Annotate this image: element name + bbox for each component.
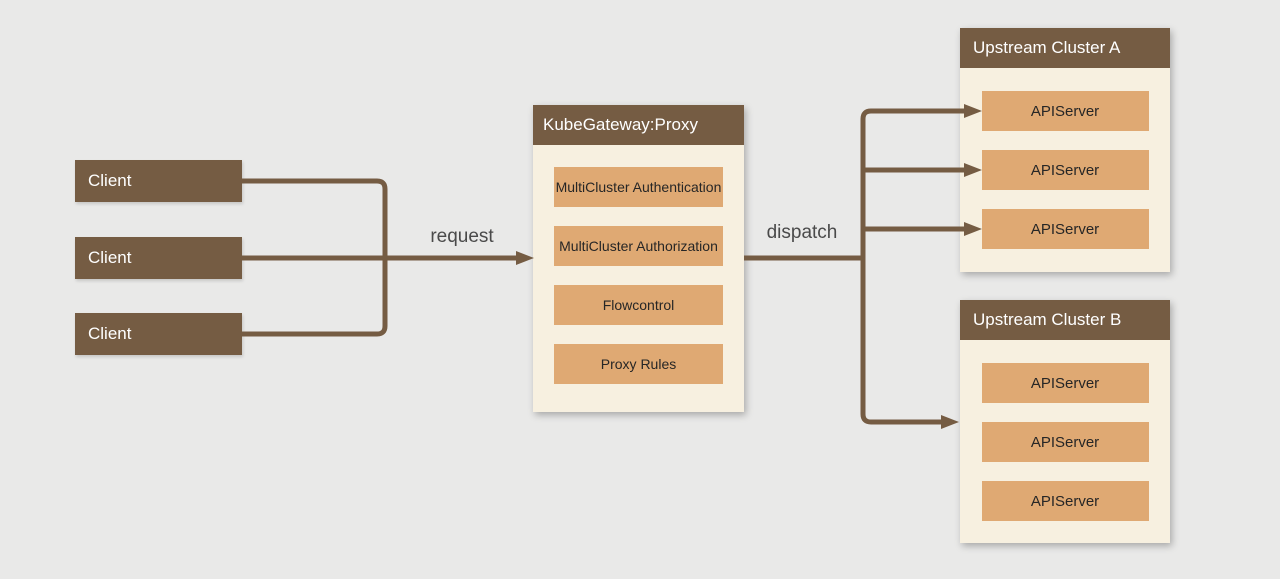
cluster-a-node: Upstream Cluster A APIServer APIServer A… <box>960 28 1170 272</box>
proxy-title: KubeGateway:Proxy <box>533 105 744 145</box>
module-multicluster-authentication: MultiCluster Authentication <box>554 167 723 207</box>
client-label: Client <box>88 248 132 267</box>
proxy-body: MultiCluster Authentication MultiCluster… <box>533 167 744 384</box>
apiserver-b3: APIServer <box>981 481 1149 521</box>
cluster-b-node: Upstream Cluster B APIServer APIServer A… <box>960 300 1170 543</box>
client-node-2: Client <box>75 237 242 279</box>
client-label: Client <box>88 171 132 190</box>
apiserver-a1: APIServer <box>981 91 1149 131</box>
arrowhead-request-icon <box>516 251 534 265</box>
proxy-node: KubeGateway:Proxy MultiCluster Authentic… <box>533 105 744 412</box>
client-node-3: Client <box>75 313 242 355</box>
apiserver-a3: APIServer <box>981 209 1149 249</box>
apiserver-a2: APIServer <box>981 150 1149 190</box>
cluster-b-body: APIServer APIServer APIServer <box>960 363 1170 521</box>
connector-client-3 <box>242 258 388 337</box>
client-node-1: Client <box>75 160 242 202</box>
connector-dispatch-spine <box>860 108 964 425</box>
module-flowcontrol: Flowcontrol <box>554 285 723 325</box>
client-label: Client <box>88 324 132 343</box>
module-multicluster-authorization: MultiCluster Authorization <box>554 226 723 266</box>
cluster-a-body: APIServer APIServer APIServer <box>960 91 1170 249</box>
cluster-b-title: Upstream Cluster B <box>960 300 1170 340</box>
module-proxy-rules: Proxy Rules <box>554 344 723 384</box>
apiserver-b1: APIServer <box>981 363 1149 403</box>
cluster-a-title: Upstream Cluster A <box>960 28 1170 68</box>
request-edge-label: request <box>430 226 494 247</box>
arrowhead-cluster-b-icon <box>941 415 959 429</box>
connector-client-1 <box>242 178 388 258</box>
dispatch-edge-label: dispatch <box>766 222 838 243</box>
apiserver-b2: APIServer <box>981 422 1149 462</box>
